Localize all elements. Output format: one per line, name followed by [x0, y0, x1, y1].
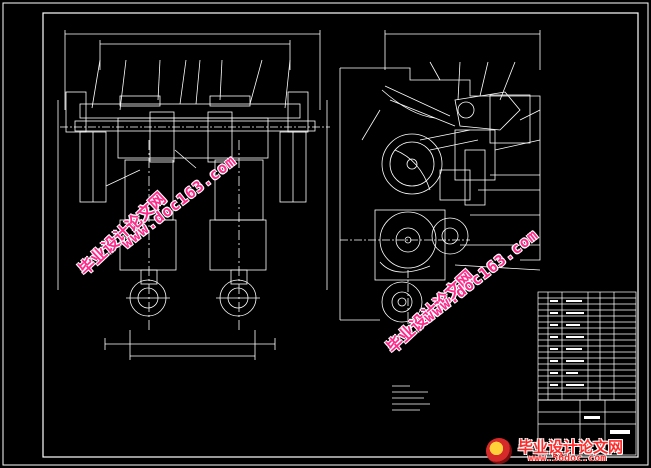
side-view: [339, 30, 541, 330]
brand-logo-icon: [486, 438, 512, 464]
inner-frame: [42, 12, 639, 458]
parts-list-table: [537, 291, 637, 456]
brand-title: 毕业设计论文网: [518, 438, 624, 456]
site-brand-badge: 毕业设计论文网 www.56doc.com: [484, 436, 650, 466]
front-view: [57, 30, 330, 360]
brand-site: www.56doc.com: [528, 453, 607, 464]
technical-notes: [392, 385, 430, 411]
parts-list-fill: [550, 300, 630, 434]
